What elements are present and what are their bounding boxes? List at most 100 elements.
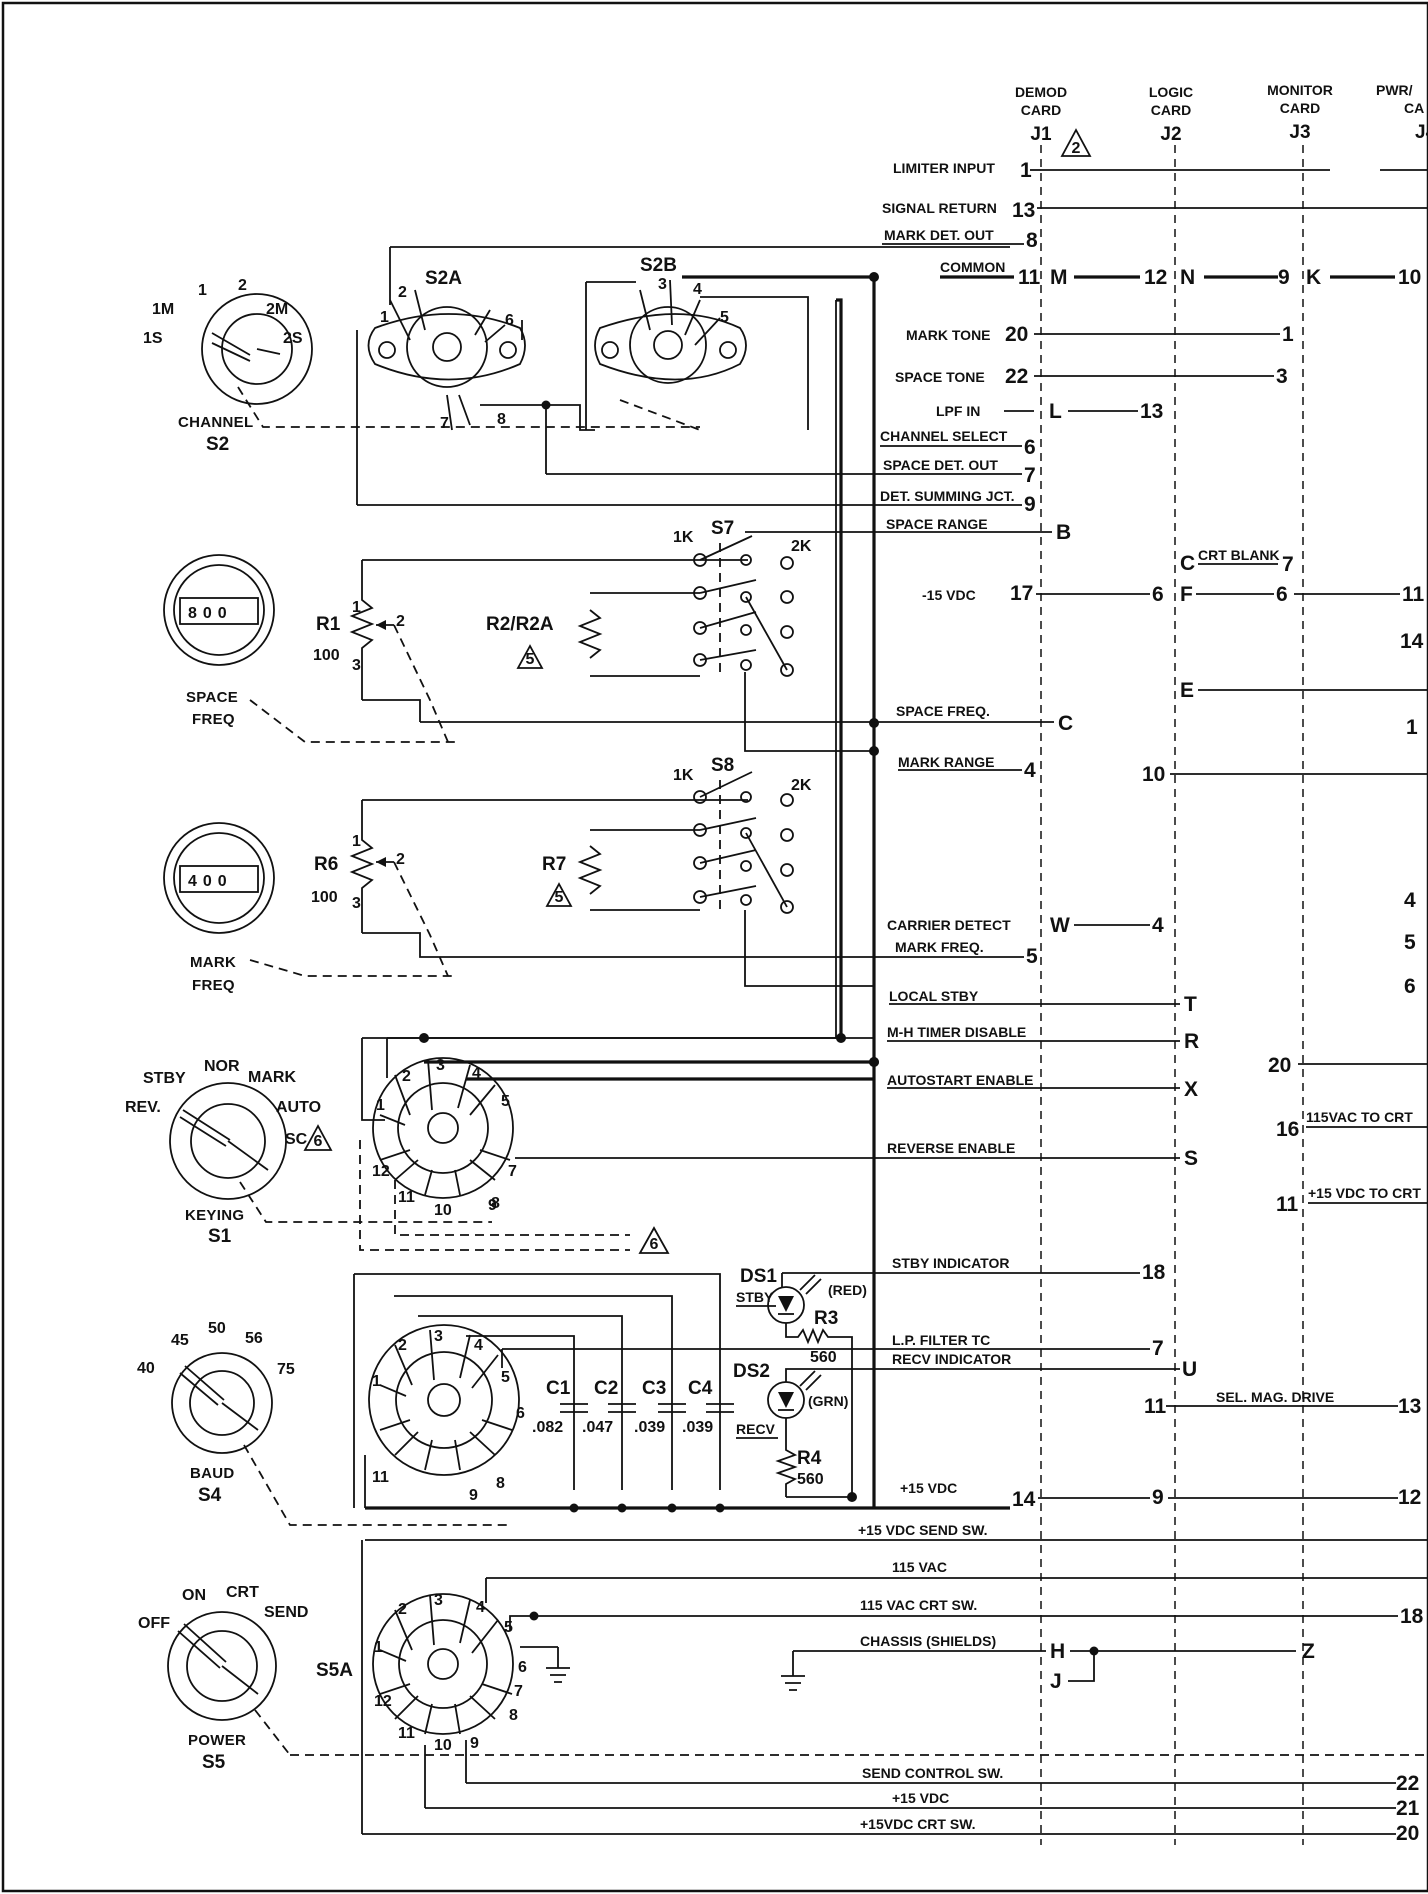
svg-text:MARK: MARK: [248, 1069, 296, 1086]
svg-text:5: 5: [526, 651, 535, 668]
jack-j1: J1: [1030, 124, 1052, 145]
svg-text:560: 560: [797, 1471, 824, 1488]
svg-text:3: 3: [352, 895, 361, 912]
svg-text:6: 6: [1024, 436, 1036, 459]
svg-text:J: J: [1050, 1670, 1062, 1693]
label-ds2: DS2: [733, 1361, 770, 1382]
svg-text:1K: 1K: [673, 767, 694, 784]
svg-text:560: 560: [810, 1349, 837, 1366]
svg-text:10: 10: [1398, 266, 1421, 289]
svg-text:C: C: [1180, 552, 1195, 575]
svg-text:5: 5: [720, 309, 729, 326]
svg-text:7: 7: [514, 1683, 523, 1700]
label-space-freq: SPACE FREQ.: [896, 703, 990, 719]
space-freq-dial[interactable]: 800 SPACE FREQ: [163, 554, 456, 743]
label-lpf-in: LPF IN: [936, 403, 980, 419]
card-logic-label: LOGIC: [1149, 84, 1193, 100]
svg-text:R7: R7: [542, 854, 566, 875]
svg-text:R: R: [1184, 1030, 1199, 1053]
channel-switch-s2[interactable]: 1M 1 2 2M 1S 2S CHANNEL S2: [143, 277, 700, 455]
svg-text:N: N: [1180, 266, 1195, 289]
svg-text:1: 1: [376, 1097, 385, 1114]
svg-text:20: 20: [1396, 1822, 1419, 1845]
svg-text:1M: 1M: [152, 301, 174, 318]
svg-text:3: 3: [434, 1328, 443, 1345]
label-reverse: REVERSE ENABLE: [887, 1140, 1015, 1156]
svg-text:1K: 1K: [673, 529, 694, 546]
svg-text:5: 5: [1026, 945, 1038, 968]
label-det-summing: DET. SUMMING JCT.: [880, 488, 1015, 504]
svg-text:H: H: [1050, 1640, 1065, 1663]
svg-text:.047: .047: [582, 1419, 613, 1436]
label-sel-mag: SEL. MAG. DRIVE: [1216, 1389, 1334, 1405]
label-vac-crt: 115VAC TO CRT: [1306, 1109, 1413, 1125]
svg-text:(GRN): (GRN): [808, 1393, 848, 1409]
svg-text:5: 5: [501, 1369, 510, 1386]
card-pwr-label: PWR/: [1376, 82, 1413, 98]
svg-text:SC: SC: [285, 1131, 308, 1148]
svg-text:50: 50: [208, 1320, 226, 1337]
svg-text:7: 7: [1024, 464, 1036, 487]
label-vdc-crt: +15 VDC TO CRT: [1308, 1185, 1421, 1201]
svg-text:S2A: S2A: [425, 268, 462, 289]
baud-switch-s4[interactable]: 45 50 56 40 75 BAUD S4: [137, 1320, 508, 1526]
svg-text:20: 20: [1005, 323, 1028, 346]
resistor-r7-and-switch-s8: R7 5 S8 1K 2K: [542, 755, 874, 987]
svg-text:10: 10: [434, 1737, 452, 1754]
svg-text:2S: 2S: [283, 330, 303, 347]
power-switch-s5[interactable]: ON CRT OFF SEND POWER S5: [138, 1584, 308, 1773]
svg-text:9: 9: [1024, 493, 1036, 516]
label-s1-ref: S1: [208, 1226, 232, 1247]
label-space-det-out: SPACE DET. OUT: [883, 457, 998, 473]
label-lp-filter: L.P. FILTER TC: [892, 1332, 990, 1348]
label-neg15: -15 VDC: [922, 587, 976, 603]
label-stby-ind: STBY INDICATOR: [892, 1255, 1009, 1271]
label-s5-ref: S5: [202, 1752, 226, 1773]
svg-text:NOR: NOR: [204, 1058, 240, 1075]
svg-text:13: 13: [1012, 199, 1035, 222]
svg-text:6: 6: [314, 1133, 323, 1150]
mark-freq-dial[interactable]: 400 MARK FREQ: [163, 822, 456, 994]
svg-text:2: 2: [1072, 140, 1081, 157]
switch-wafer-s2a: S2A 2 1 6 8 7: [356, 246, 1010, 505]
svg-text:6: 6: [1404, 975, 1416, 998]
svg-text:W: W: [1050, 914, 1070, 937]
jack-j2: J2: [1160, 124, 1181, 145]
svg-text:21: 21: [1396, 1797, 1420, 1820]
jack-j4: J4: [1415, 122, 1428, 143]
svg-text:45: 45: [171, 1332, 189, 1349]
card-headers: DEMOD CARD J1 LOGIC CARD J2 MONITOR CARD…: [1015, 82, 1428, 145]
svg-text:11: 11: [1276, 1193, 1299, 1216]
svg-text:4: 4: [693, 281, 702, 298]
svg-text:2: 2: [398, 284, 407, 301]
svg-text:R4: R4: [797, 1448, 822, 1469]
svg-text:K: K: [1306, 266, 1321, 289]
svg-text:3: 3: [434, 1592, 443, 1609]
card-monitor-label2: CARD: [1280, 100, 1320, 116]
label-mark-tone: MARK TONE: [906, 327, 991, 343]
svg-text:.039: .039: [682, 1419, 713, 1436]
card-demod-label: DEMOD: [1015, 84, 1067, 100]
label-space-line2: FREQ: [192, 711, 235, 728]
label-pos15b: +15 VDC: [892, 1790, 949, 1806]
svg-text:C4: C4: [688, 1378, 713, 1399]
svg-text:2K: 2K: [791, 538, 812, 555]
svg-text:.082: .082: [532, 1419, 563, 1436]
svg-text:3: 3: [352, 657, 361, 674]
label-channel-select: CHANNEL SELECT: [880, 428, 1008, 444]
keying-switch-s1[interactable]: STBY NOR MARK REV. AUTO SC 6 KEYING S1: [125, 1058, 492, 1247]
svg-text:C3: C3: [642, 1378, 666, 1399]
svg-text:6: 6: [505, 312, 514, 329]
card-demod-label2: CARD: [1021, 102, 1061, 118]
svg-text:REV.: REV.: [125, 1099, 161, 1116]
svg-text:ON: ON: [182, 1587, 206, 1604]
svg-text:4: 4: [1152, 914, 1164, 937]
svg-text:1: 1: [372, 1373, 381, 1390]
svg-text:5: 5: [1404, 931, 1416, 954]
mark-freq-digits: 400: [188, 873, 233, 890]
label-limiter-input: LIMITER INPUT: [893, 160, 995, 176]
switch-wafer-s5a: S5A 2 3 4 5 1 6 12 11 10 9 8 7: [316, 1540, 570, 1834]
label-space-tone: SPACE TONE: [895, 369, 985, 385]
